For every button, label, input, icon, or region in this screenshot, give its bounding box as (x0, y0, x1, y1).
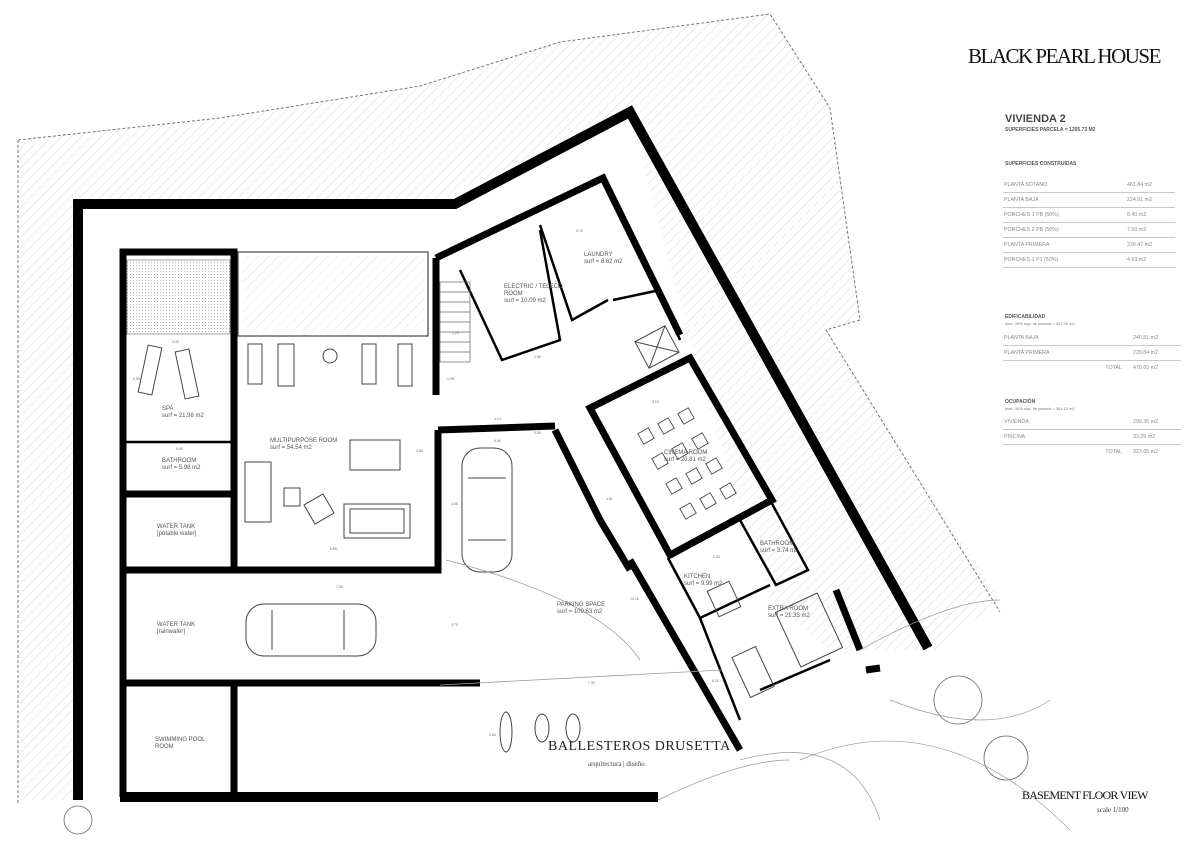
dimension: 3.10 (652, 400, 659, 404)
dimension: 2.70 (576, 229, 583, 233)
buildability-note: máx. 35% sup. de parcela = 421.00 m2 (1005, 321, 1075, 326)
dimension: 5.30 (133, 377, 140, 381)
dimension: 1.05 (447, 377, 454, 381)
interior-partitions (123, 224, 831, 721)
unit-name: VIVIENDA 2 (1005, 113, 1066, 125)
dimension: 6.85 (330, 547, 337, 551)
buildability-heading: EDIFICABILIDAD (1005, 314, 1046, 320)
occupation-note: máx. 30% sup. de parcela = 361.12 m2 (1005, 406, 1075, 411)
built-areas-heading: SUPERFICIES CONSTRUIDAS (1005, 161, 1077, 167)
dimension: 3.40 (172, 340, 179, 344)
motorcycle-icons (499, 711, 581, 753)
dimension: 4.14 (494, 417, 501, 421)
multipurpose-furniture (244, 439, 411, 539)
gym-equipment (247, 343, 413, 387)
dimension: 1.20 (452, 331, 459, 335)
dimension: 7.30 (588, 681, 595, 685)
car-icons (245, 447, 513, 657)
spa-loungers (137, 344, 200, 400)
elevator (634, 325, 680, 369)
label-tank-potable: WATER TANK[potable water] (157, 524, 197, 537)
dimension: 4.85 (416, 449, 423, 453)
stairs (439, 281, 471, 363)
dimension: 4.06 (494, 439, 501, 443)
view-name: BASEMENT FLOOR VIEW (1022, 788, 1149, 802)
studio-logo: BALLESTEROS DRUSETTA (548, 739, 731, 754)
dimension: 6.15 (712, 679, 719, 683)
plot-terrain (18, 14, 1000, 800)
table-row: PORCHES 2 PB (50%)7.50 m2 (1003, 222, 1175, 238)
dimension: 3.70 (451, 623, 458, 627)
dimension: 12.15 (630, 597, 639, 601)
view-scale: scale 1/100 (1097, 806, 1129, 814)
dimension: 7.25 (336, 585, 343, 589)
dimension: 0.80 (534, 431, 541, 435)
interior-structural-walls (119, 173, 881, 797)
table-row: PORCHES 1 P1 (50%)4.93 m2 (1003, 252, 1175, 268)
label-tank-rain: WATER TANK[rainwater] (157, 622, 195, 635)
dimension: 5.40 (176, 447, 183, 451)
dimension: 2.60 (489, 733, 496, 737)
plot-area: SUPERFICIES PARCELA = 1205.73 M2 (1005, 127, 1096, 133)
dimension: 4.65 (451, 502, 458, 506)
pool (237, 251, 429, 337)
dimension: 1.80 (534, 355, 541, 359)
table-row: PORCHES 1 PB (50%)8.40 m2 (1003, 207, 1175, 223)
dimension: 1.50 (713, 555, 720, 559)
studio-tagline: arquitectura | diseño (588, 760, 645, 768)
dimension: 4.81 (606, 497, 613, 501)
plot-boundary (17, 13, 1001, 613)
cinema-seats (637, 407, 737, 520)
tree-icons (63, 675, 1029, 835)
occupation-heading: OCUPACIÓN (1005, 399, 1036, 405)
extra-room-furniture (706, 580, 844, 699)
project-title: BLACK PEARL HOUSE (968, 44, 1161, 68)
dimension-labels: 3.40 5.30 4.85 1.80 2.70 1.20 1.05 4.14 … (133, 229, 720, 737)
exterior-walls (73, 105, 933, 802)
spa-dots (126, 259, 231, 335)
